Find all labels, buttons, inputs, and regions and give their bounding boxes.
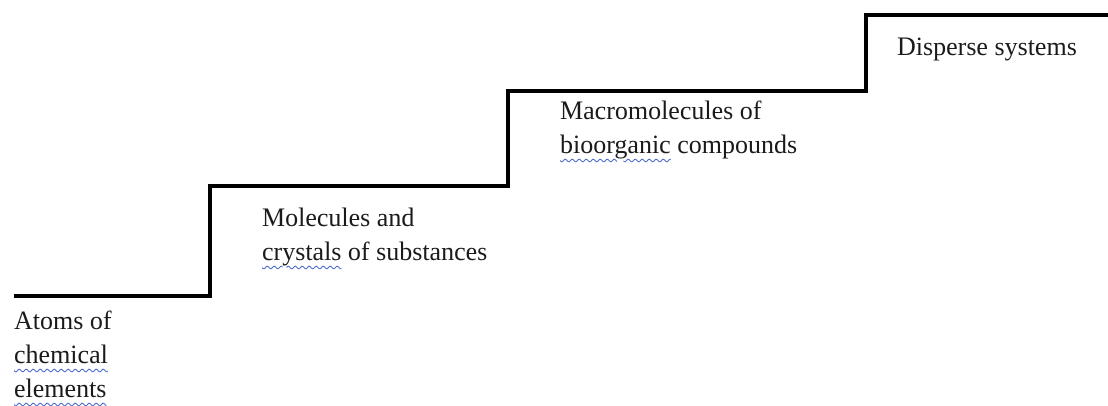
step-label-disperse-systems: Disperse systems: [897, 30, 1077, 64]
step-2-line-1: Molecules and: [262, 203, 415, 232]
step-1-line-1: Atoms of: [14, 306, 112, 335]
step-3-line-1: Macromolecules of: [560, 96, 762, 125]
step-3-line-2-word: bioorganic: [560, 130, 671, 159]
step-label-molecules: Molecules and crystals of substances: [262, 201, 487, 269]
stair-steps-path: [14, 13, 1108, 298]
step-2-line-2: crystals of substances: [262, 235, 487, 269]
step-label-atoms: Atoms of chemical elements: [14, 304, 112, 406]
step-2-line-2-word: crystals: [262, 237, 342, 266]
step-4-line-1: Disperse systems: [897, 32, 1077, 61]
step-1-line-2: chemical: [14, 340, 108, 369]
step-label-macromolecules: Macromolecules of bioorganic compounds: [560, 94, 797, 162]
step-3-line-2-rest: compounds: [670, 130, 798, 159]
step-3-line-2: bioorganic compounds: [560, 128, 797, 162]
step-2-line-2-rest: of substances: [341, 237, 488, 266]
step-1-line-3: elements: [14, 374, 107, 403]
